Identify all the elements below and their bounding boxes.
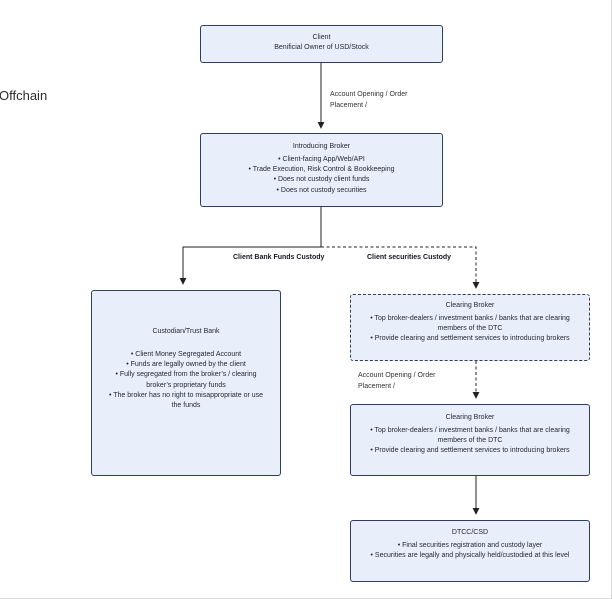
branch-label-funds-custody: Client Bank Funds Custody (233, 254, 325, 261)
bullet-item: Provide clearing and settlement services… (363, 334, 577, 344)
dtcc-csd-bullets: Final securities registration and custod… (351, 541, 589, 561)
edge-label-account-opening-top: Account Opening / Order Placement / (330, 91, 408, 109)
clearing-broker-lower-box: Clearing Broker Top broker-dealers / inv… (350, 404, 590, 476)
bullet-item: Does not custody client funds (213, 175, 430, 185)
bullet-item: Provide clearing and settlement services… (363, 446, 577, 456)
bullet-item: Trade Execution, Risk Control & Bookkeep… (213, 165, 430, 175)
clearing-broker-upper-bullets: Top broker-dealers / investment banks / … (351, 314, 589, 344)
client-box-subtitle: Benificial Owner of USD/Stock (274, 44, 369, 52)
client-box: Client Benificial Owner of USD/Stock (200, 25, 443, 63)
bullet-item: Client Money Segregated Account (105, 350, 267, 360)
bullet-item: Client-facing App/Web/API (213, 155, 430, 165)
custodian-bank-box: Custodian/Trust Bank Client Money Segreg… (91, 290, 281, 476)
bullet-item: Top broker-dealers / investment banks / … (363, 426, 577, 446)
introducing-broker-title: Introducing Broker (292, 143, 351, 150)
edge-label-account-opening-mid: Account Opening / Order Placement / (358, 372, 436, 390)
bullet-item: The broker has no right to misappropriat… (105, 391, 267, 411)
introducing-broker-box: Introducing Broker Client-facing App/Web… (200, 133, 443, 207)
clearing-broker-upper-box: Clearing Broker Top broker-dealers / inv… (350, 294, 590, 361)
bullet-item: Funds are legally owned by the client (105, 360, 267, 370)
bullet-item: Fully segregated from the broker’s / cle… (105, 370, 267, 390)
bullet-item: Top broker-dealers / investment banks / … (363, 314, 577, 334)
custodian-bank-title: Custodian/Trust Bank (152, 328, 220, 335)
offchain-label: Offchain (0, 88, 48, 103)
clearing-broker-upper-title: Clearing Broker (445, 302, 495, 309)
clearing-broker-lower-bullets: Top broker-dealers / investment banks / … (351, 426, 589, 456)
branch-label-securities-custody: Client securities Custody (367, 254, 452, 261)
bullet-item: Securities are legally and physically he… (363, 551, 577, 561)
introducing-broker-bullets: Client-facing App/Web/APITrade Execution… (201, 155, 442, 196)
client-box-title: Client (312, 34, 331, 41)
custodian-bank-bullets: Client Money Segregated AccountFunds are… (92, 350, 280, 411)
dtcc-csd-title: DTCC/CSD (451, 529, 489, 536)
arrow-introducing-to-custodian (179, 207, 322, 285)
dtcc-csd-box: DTCC/CSD Final securities registration a… (350, 520, 590, 582)
clearing-broker-lower-title: Clearing Broker (445, 414, 495, 421)
bullet-item: Does not custody securities (213, 186, 430, 196)
bullet-item: Final securities registration and custod… (363, 541, 577, 551)
